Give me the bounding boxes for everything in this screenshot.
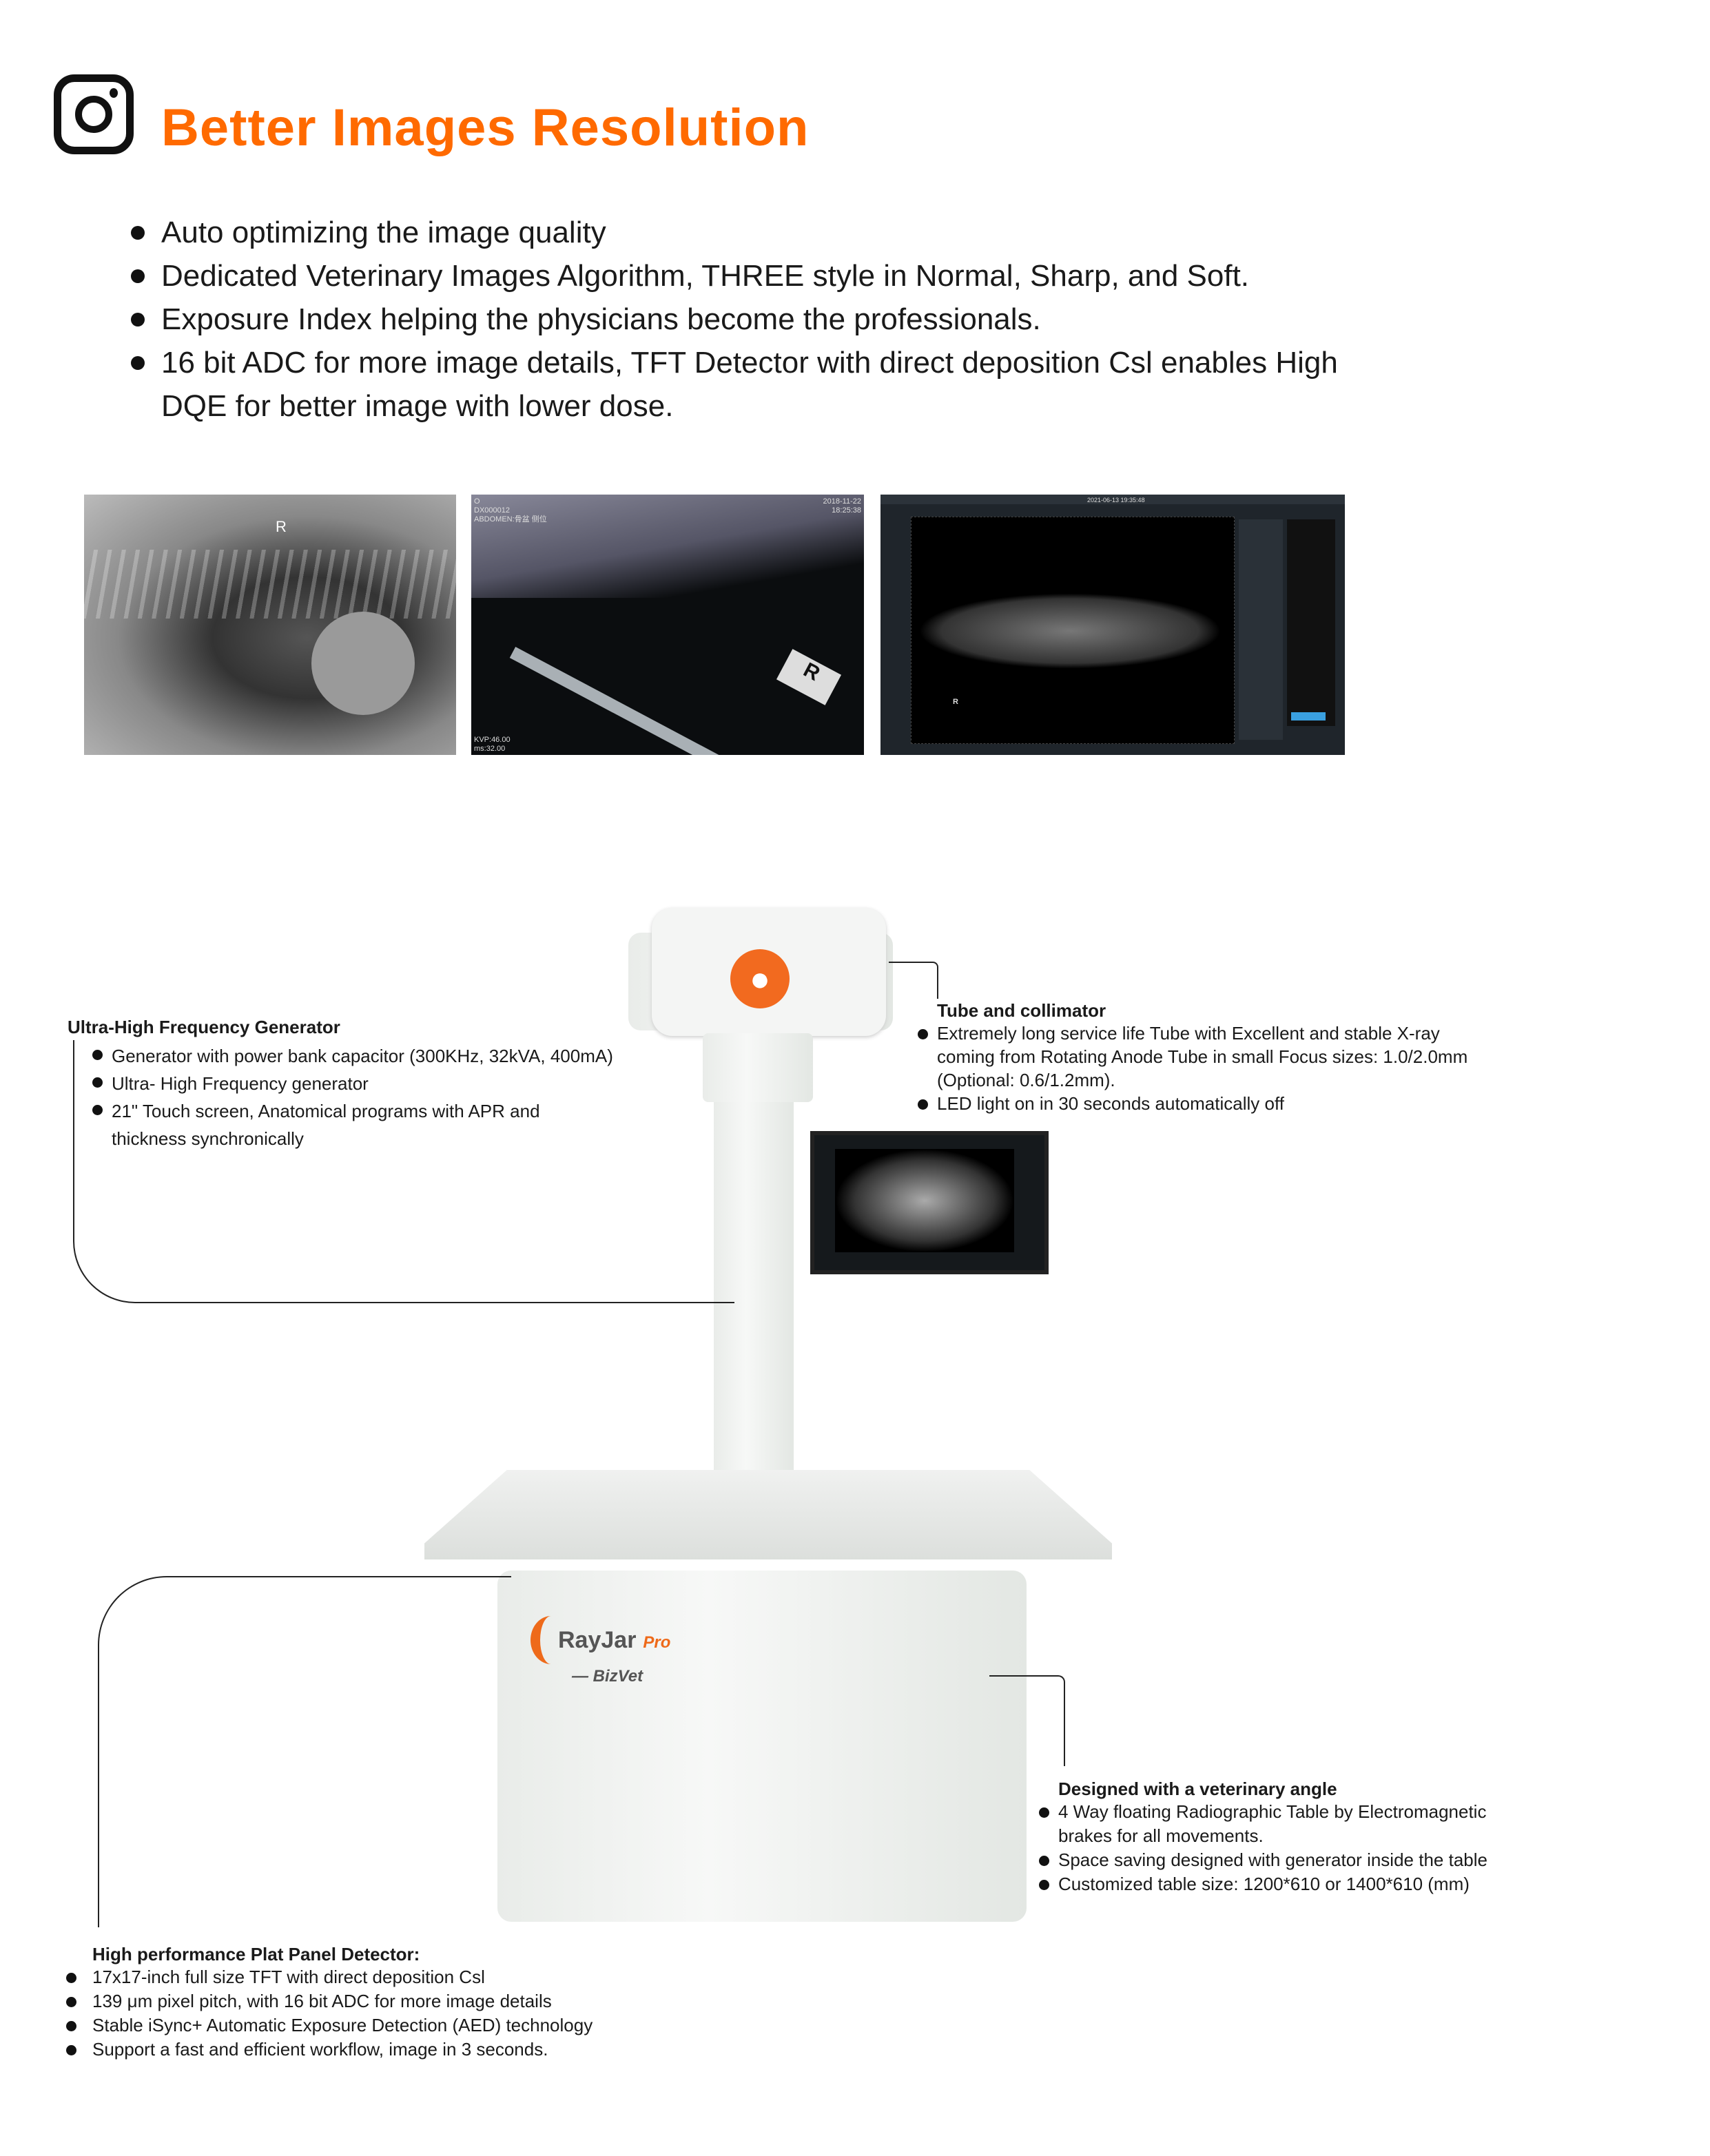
camera-icon [54,74,134,154]
xray-image-chest: R [84,495,456,755]
callout-item: 21" Touch screen, Anatomical programs wi… [92,1097,561,1152]
connector-line [98,1576,511,1927]
brand-suffix: Pro [643,1633,671,1652]
callout-item: 139 μm pixel pitch, with 16 bit ADC for … [66,1989,631,2013]
xray-kvp: KVP:46.00 [474,736,511,744]
callout-item: LED light on in 30 seconds automatically… [918,1092,1483,1115]
page-title: Better Images Resolution [161,99,810,157]
software-screenshot: 2021-06-13 19:35:48 R [880,495,1345,755]
callout-title: Designed with a veterinary angle [1058,1779,1337,1799]
touch-monitor [810,1131,1049,1274]
callout-title: Ultra-High Frequency Generator [68,1017,340,1037]
callout-tube: Tube and collimator Extremely long servi… [918,1000,1483,1115]
callout-title: High performance Plat Panel Detector: [92,1944,420,1965]
callout-detector: High performance Plat Panel Detector: 17… [66,1944,631,2062]
callout-title: Tube and collimator [937,1000,1106,1021]
brand-name: RayJar [558,1627,637,1653]
xray-ms: ms:32.00 [474,745,506,753]
feature-item: Dedicated Veterinary Images Algorithm, T… [131,254,1405,298]
table-top [424,1470,1112,1559]
callout-item: Space saving designed with generator ins… [1039,1848,1521,1872]
callout-generator: Ultra-High Frequency Generator Generator… [68,1017,688,1152]
xray-marker: R [953,698,958,706]
feature-item: 16 bit ADC for more image details, TFT D… [131,341,1371,428]
xray-marker: R [776,649,842,705]
feature-item: Exposure Index helping the physicians be… [131,298,1405,341]
xray-marker: R [276,518,287,535]
callout-item: Stable iSync+ Automatic Exposure Detecti… [66,2013,631,2038]
connector-line [889,962,938,999]
callout-table: Designed with a veterinary angle 4 Way f… [1039,1779,1521,1896]
connector-line [73,1040,734,1303]
xray-region: ABDOMEN:骨盆 侧位 [474,515,547,524]
sw-datetime: 2021-06-13 19:35:48 [1087,497,1145,504]
callout-item: Customized table size: 1200*610 or 1400*… [1039,1872,1521,1896]
xray-id: O [474,497,480,506]
xray-time: 18:25:38 [832,506,861,515]
xray-patient: DX000012 [474,506,510,515]
brand-logo: RayJar Pro — BizVet [530,1616,710,1692]
callout-item: Ultra- High Frequency generator [92,1070,643,1097]
table-base [497,1571,1027,1922]
callout-item: Generator with power bank capacitor (300… [92,1042,643,1070]
callout-item: Extremely long service life Tube with Ex… [918,1022,1469,1092]
brand-sub: — BizVet [572,1667,643,1686]
callout-item: 17x17-inch full size TFT with direct dep… [66,1965,631,1989]
feature-list: Auto optimizing the image quality Dedica… [131,211,1405,428]
callout-item: 4 Way floating Radiographic Table by Ele… [1039,1800,1501,1848]
paw-logo-icon: ● [730,949,790,1008]
connector-line [989,1675,1065,1766]
xray-date: 2018-11-22 [823,497,861,506]
callout-item: Support a fast and efficient workflow, i… [66,2038,631,2062]
feature-item: Auto optimizing the image quality [131,211,1405,254]
